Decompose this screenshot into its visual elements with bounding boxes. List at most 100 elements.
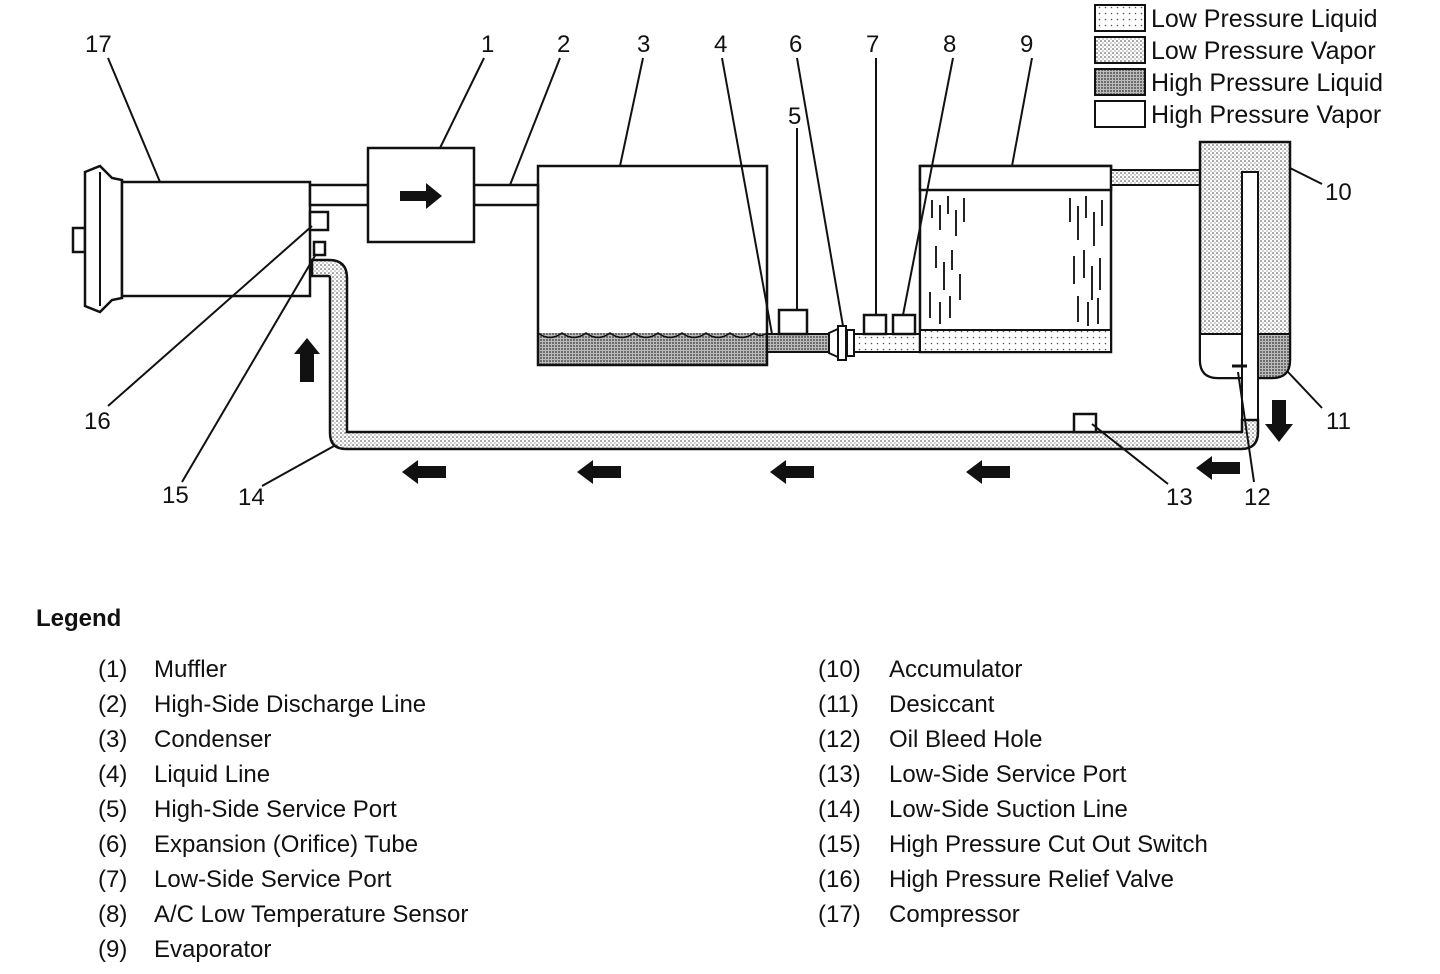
callout-1: 1 xyxy=(481,31,494,58)
leader-lines xyxy=(107,57,1323,487)
evaporator-body xyxy=(918,164,1113,354)
legend-item-number: (13) xyxy=(818,761,861,788)
legend-item-number: (3) xyxy=(98,726,128,753)
legend-item-name: Oil Bleed Hole xyxy=(889,726,1043,753)
key-label-high-pressure-liquid: High Pressure Liquid xyxy=(1151,69,1383,97)
compressor-pulley xyxy=(83,164,124,314)
accumulator-oil-pool xyxy=(1199,333,1247,379)
high-side-service-port xyxy=(777,308,809,336)
key-swatch-low-pressure-vapor xyxy=(1094,36,1146,64)
legend-item-number: (8) xyxy=(98,901,128,928)
condenser xyxy=(536,164,769,367)
flow-arrow-left-icon xyxy=(966,460,1010,484)
callout-6: 6 xyxy=(789,31,802,58)
flow-arrow-right-icon xyxy=(400,183,442,209)
pressure-key: Low Pressure Liquid Low Pressure Vapor H… xyxy=(1094,4,1383,129)
evaporator-inlet-line xyxy=(853,333,921,353)
flow-arrow-left-icon xyxy=(770,460,814,484)
expansion-orifice-tube xyxy=(828,325,855,361)
key-swatch-high-pressure-vapor xyxy=(1094,100,1146,128)
legend-item-name: Evaporator xyxy=(154,936,272,963)
key-swatch-low-pressure-liquid xyxy=(1094,4,1146,32)
flow-arrow-up-icon xyxy=(294,338,320,382)
key-swatch-high-pressure-liquid xyxy=(1094,68,1146,96)
key-label-low-pressure-liquid: Low Pressure Liquid xyxy=(1151,5,1378,33)
legend-item-name: Muffler xyxy=(154,656,227,683)
legend-item-number: (16) xyxy=(818,866,861,893)
low-side-suction-line xyxy=(310,258,1260,451)
ac-low-temperature-sensor xyxy=(891,313,917,336)
evaporator xyxy=(918,164,1113,354)
legend-item-name: High-Side Discharge Line xyxy=(154,691,427,718)
callout-11: 11 xyxy=(1326,408,1351,435)
legend-item-number: (17) xyxy=(818,901,861,928)
low-side-service-port xyxy=(1072,412,1098,434)
legend-item-number: (5) xyxy=(98,796,128,823)
legend-item-name: Accumulator xyxy=(889,656,1023,683)
legend-item-name: Low-Side Suction Line xyxy=(889,796,1128,823)
accumulator xyxy=(1198,140,1292,435)
legend-item-name: Desiccant xyxy=(889,691,995,718)
callout-16: 16 xyxy=(84,408,111,435)
condenser-liquid-level xyxy=(538,333,767,365)
callout-2: 2 xyxy=(557,31,570,58)
legend-item-number: (7) xyxy=(98,866,128,893)
flow-arrow-left-icon xyxy=(402,460,446,484)
callout-numbers: 17 1 2 3 4 5 6 7 8 9 10 11 12 13 14 15 1… xyxy=(84,31,1352,511)
callout-3: 3 xyxy=(637,31,650,58)
flow-arrow-left-icon xyxy=(1196,456,1240,480)
callout-8: 8 xyxy=(943,31,956,58)
legend-item-number: (10) xyxy=(818,656,861,683)
legend-item-number: (6) xyxy=(98,831,128,858)
evaporator-boiling-marks xyxy=(929,196,1103,326)
legend-item-name: Condenser xyxy=(154,726,272,753)
legend-item-number: (14) xyxy=(818,796,861,823)
compressor xyxy=(71,164,312,314)
key-label-high-pressure-vapor: High Pressure Vapor xyxy=(1151,101,1381,129)
legend-item-name: Low-Side Service Port xyxy=(889,761,1127,788)
callout-7: 7 xyxy=(866,31,879,58)
legend-item-number: (4) xyxy=(98,761,128,788)
callout-17: 17 xyxy=(85,31,112,58)
callout-14: 14 xyxy=(238,484,265,511)
evaporator-bottom-liquid xyxy=(919,329,1112,353)
legend-item-number: (2) xyxy=(98,691,128,718)
legend-item-name: A/C Low Temperature Sensor xyxy=(154,901,469,928)
low-side-service-port-evap xyxy=(862,313,888,336)
flow-arrow-down-icon xyxy=(1265,400,1293,442)
accumulator-pickup-tube xyxy=(1241,171,1259,435)
legend-item-name: Expansion (Orifice) Tube xyxy=(154,831,419,858)
legend-item-name: High Pressure Cut Out Switch xyxy=(889,831,1208,858)
high-side-discharge-line xyxy=(472,183,540,207)
desiccant xyxy=(1257,333,1291,379)
legend-item-name: High-Side Service Port xyxy=(154,796,397,823)
liquid-line xyxy=(766,333,830,353)
refrigerant-system-diagram: Low Pressure Liquid Low Pressure Vapor H… xyxy=(71,4,1383,511)
legend-item-number: (9) xyxy=(98,936,128,963)
legend-item-name: Low-Side Service Port xyxy=(154,866,392,893)
flow-arrow-left-icon xyxy=(577,460,621,484)
callout-15: 15 xyxy=(162,482,189,509)
discharge-pipe-compressor-to-muffler xyxy=(308,183,370,207)
callout-12: 12 xyxy=(1244,484,1271,511)
callout-13: 13 xyxy=(1166,484,1193,511)
legend-item-number: (15) xyxy=(818,831,861,858)
key-label-low-pressure-vapor: Low Pressure Vapor xyxy=(1151,37,1376,65)
condenser-body xyxy=(536,164,769,367)
flow-arrows xyxy=(294,338,1293,484)
legend-item-name: Liquid Line xyxy=(154,761,271,788)
callout-9: 9 xyxy=(1020,31,1033,58)
evaporator-top-header xyxy=(918,164,1113,192)
compressor-body xyxy=(120,180,312,298)
high-pressure-relief-valve xyxy=(308,210,330,232)
compressor-hub xyxy=(71,226,87,254)
legend-title: Legend xyxy=(36,605,122,632)
callout-5: 5 xyxy=(788,103,801,130)
legend-item-number: (11) xyxy=(818,691,859,718)
legend-item-name: High Pressure Relief Valve xyxy=(889,866,1175,893)
high-pressure-cut-out-switch xyxy=(312,240,327,257)
condenser-liquid-surface xyxy=(537,332,768,339)
callout-10: 10 xyxy=(1325,179,1352,206)
legend-item-name: Compressor xyxy=(889,901,1020,928)
callout-4: 4 xyxy=(714,31,727,58)
